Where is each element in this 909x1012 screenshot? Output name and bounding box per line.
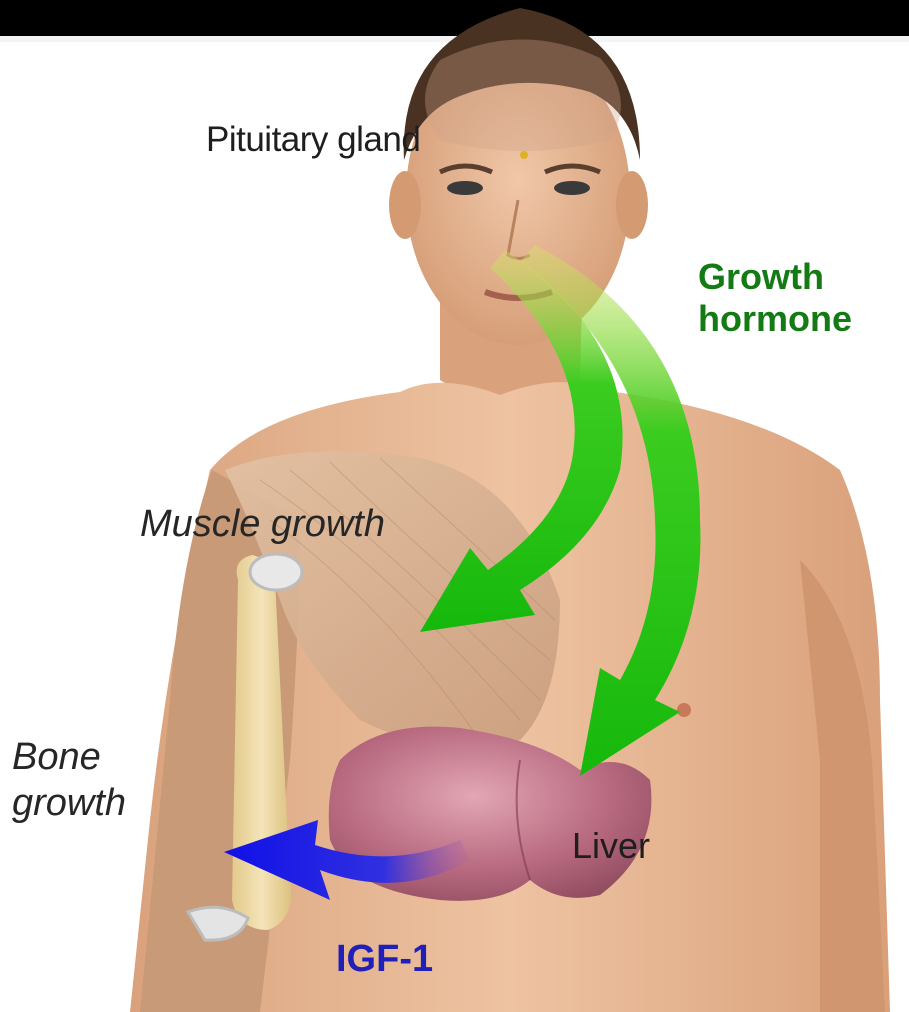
growth-hormone-label: Growth hormone — [698, 256, 852, 341]
bone-growth-label-line2: growth — [12, 781, 126, 827]
igf-1-label: IGF-1 — [336, 940, 433, 978]
growth-hormone-label-line2: hormone — [698, 298, 852, 340]
bone-growth-label-line1: Bone — [12, 735, 126, 781]
muscle-growth-label: Muscle growth — [140, 505, 385, 543]
bone-growth-label: Bone growth — [12, 735, 126, 826]
liver-label: Liver — [572, 828, 650, 864]
pituitary-gland-label: Pituitary gland — [206, 122, 420, 157]
growth-hormone-label-line1: Growth — [698, 256, 852, 298]
